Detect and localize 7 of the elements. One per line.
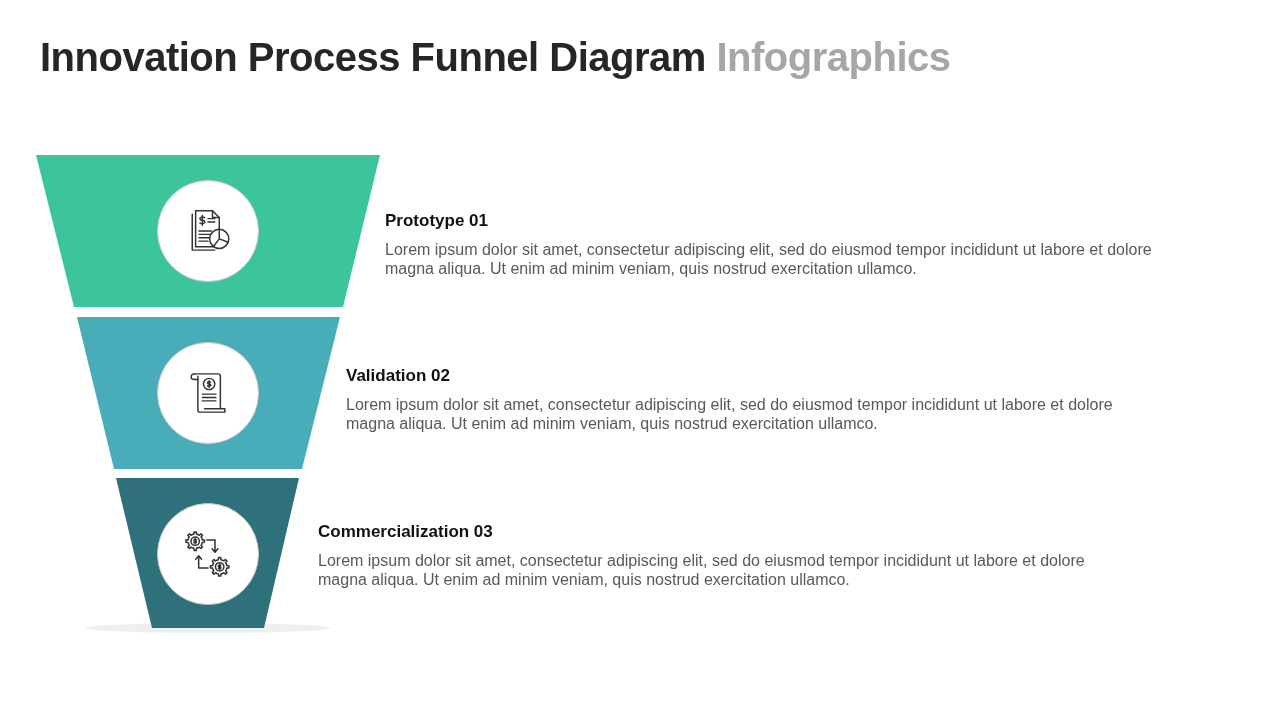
step-description: Lorem ipsum dolor sit amet, consectetur adipiscing elit, sed do eiusmod tempor incididunt ut labore et dolore magna aliqua. Ut enim ad minim veniam, quis nostrud exercitation ullamco.: [385, 240, 1153, 278]
step-heading: Commercialization 03: [318, 521, 494, 543]
title: Innovation Process Funnel Diagram Infographics: [40, 34, 951, 81]
step-description: Lorem ipsum dolor sit amet, consectetur adipiscing elit, sed do eiusmod tempor incididunt ut labore et dolore magna aliqua. Ut enim ad minim veniam, quis nostrud exercitation ullamco.: [318, 551, 1086, 589]
step-heading: Prototype 01: [385, 210, 489, 232]
step-heading: Validation 02: [346, 365, 451, 387]
step-description: Lorem ipsum dolor sit amet, consectetur adipiscing elit, sed do eiusmod tempor incididunt ut labore et dolore magna aliqua. Ut enim ad minim veniam, quis nostrud exercitation ullamco.: [346, 395, 1114, 433]
